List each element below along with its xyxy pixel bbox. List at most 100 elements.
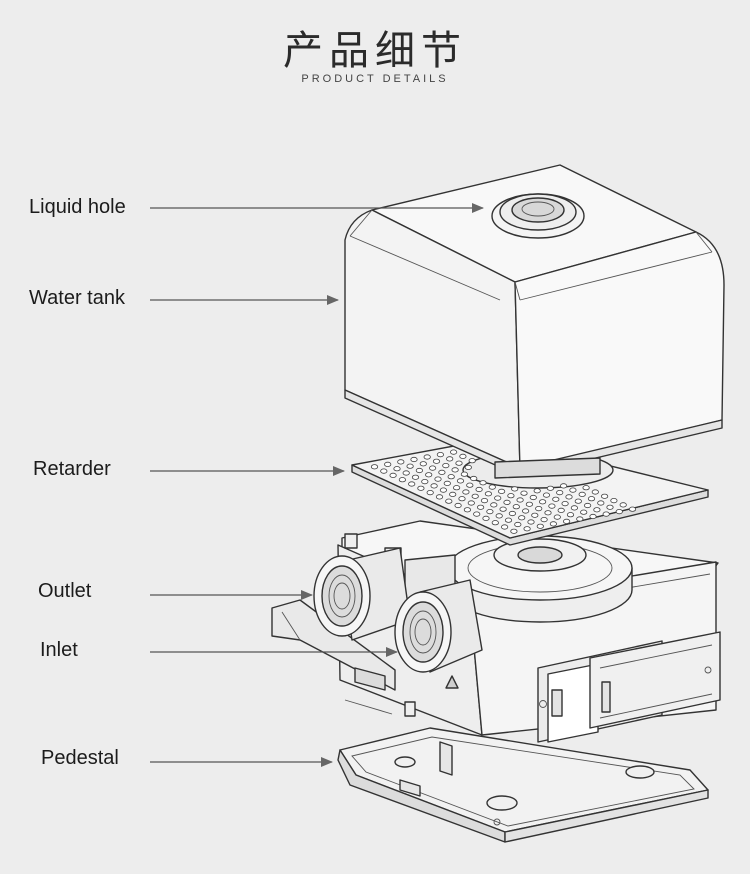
perforation-hole	[479, 480, 487, 486]
perforation-hole	[370, 464, 379, 470]
perforation-hole	[615, 508, 623, 515]
perforation-hole	[439, 487, 447, 493]
perforation-hole	[516, 497, 524, 503]
perforation-hole	[521, 508, 530, 514]
perforation-hole	[566, 512, 575, 518]
perforation-hole	[458, 496, 466, 502]
perforation-hole	[582, 485, 590, 491]
label-inlet: Inlet	[40, 639, 78, 661]
perforation-hole	[512, 504, 520, 510]
perforation-hole	[419, 461, 427, 467]
perforation-hole	[544, 510, 552, 516]
pedestal-part	[337, 727, 709, 843]
perforation-hole	[471, 493, 479, 499]
perforation-hole	[434, 476, 442, 482]
perforation-hole	[435, 494, 444, 500]
perforation-hole	[430, 483, 438, 489]
perforation-hole	[619, 502, 627, 508]
perforation-hole	[486, 508, 494, 515]
perforation-hole	[476, 504, 485, 510]
label-water-tank: Water tank	[29, 287, 125, 309]
perforation-hole	[484, 491, 492, 497]
perforation-hole	[549, 521, 558, 527]
perforation-hole	[438, 469, 446, 475]
outlet-port	[313, 547, 411, 641]
perforation-hole	[459, 453, 467, 459]
perforation-hole	[538, 499, 547, 505]
perforation-hole	[531, 512, 539, 518]
perforation-hole	[508, 510, 517, 517]
perforation-hole	[432, 458, 441, 464]
perforation-hole	[490, 502, 498, 508]
perforation-hole	[423, 454, 431, 460]
perforation-hole	[606, 504, 614, 510]
perforation-hole	[536, 523, 544, 529]
perforation-hole	[552, 496, 560, 502]
perforation-hole	[380, 468, 388, 474]
perforation-hole	[402, 470, 410, 476]
label-pedestal: Pedestal	[41, 747, 119, 769]
callout-arrows	[150, 203, 484, 767]
perforation-hole	[428, 465, 437, 471]
perforation-hole	[393, 466, 401, 472]
perforation-hole	[442, 462, 450, 469]
perforation-hole	[562, 518, 571, 525]
perforation-hole	[499, 506, 507, 512]
perforation-hole	[494, 495, 502, 501]
perforation-hole	[397, 459, 405, 465]
retarder-perforations	[370, 442, 637, 534]
label-outlet: Outlet	[38, 580, 92, 602]
perforation-hole	[569, 487, 577, 493]
inlet-port	[394, 579, 483, 673]
perforation-hole	[449, 491, 457, 497]
perforation-hole	[556, 489, 564, 496]
perforation-hole	[510, 528, 518, 534]
perforation-hole	[570, 505, 579, 511]
perforation-hole	[587, 496, 596, 502]
impeller-chamber	[404, 535, 633, 623]
perforation-hole	[540, 516, 548, 523]
perforation-hole	[466, 482, 474, 488]
perforation-hole	[548, 503, 556, 509]
perforation-hole	[497, 488, 506, 494]
perforation-hole	[511, 486, 519, 492]
perforation-hole	[411, 474, 420, 480]
perforation-hole	[553, 514, 561, 520]
perforation-hole	[602, 511, 610, 517]
perforation-hole	[468, 458, 476, 464]
perforation-hole	[525, 501, 534, 507]
perforation-hole	[583, 502, 592, 509]
perforation-hole	[449, 449, 458, 455]
perforation-hole	[578, 491, 586, 497]
perforation-hole	[460, 471, 468, 477]
perforation-hole	[559, 483, 568, 489]
perforation-hole	[473, 511, 481, 517]
perforation-hole	[464, 464, 472, 470]
perforation-hole	[451, 467, 459, 473]
perforation-hole	[574, 498, 582, 504]
perforation-hole	[456, 478, 465, 484]
perforation-hole	[523, 526, 531, 532]
perforation-hole	[600, 493, 609, 499]
perforation-hole	[535, 505, 543, 512]
perforation-hole	[463, 507, 471, 513]
perforation-hole	[410, 456, 418, 463]
perforation-hole	[495, 513, 503, 519]
perforation-hole	[565, 494, 573, 500]
perforation-hole	[589, 513, 597, 520]
perforation-hole	[482, 515, 490, 522]
perforation-hole	[398, 477, 406, 483]
perforation-hole	[628, 506, 637, 512]
perforation-hole	[597, 500, 605, 506]
perforation-hole	[389, 472, 397, 478]
perforation-hole	[455, 460, 463, 466]
perforation-hole	[406, 463, 414, 469]
page-title: 产品细节	[283, 28, 467, 74]
perforation-hole	[475, 486, 483, 493]
perforation-hole	[426, 489, 434, 496]
perforation-hole	[504, 517, 513, 523]
perforation-hole	[480, 497, 489, 504]
label-liquid-hole: Liquid hole	[29, 196, 126, 218]
perforation-hole	[421, 478, 429, 485]
